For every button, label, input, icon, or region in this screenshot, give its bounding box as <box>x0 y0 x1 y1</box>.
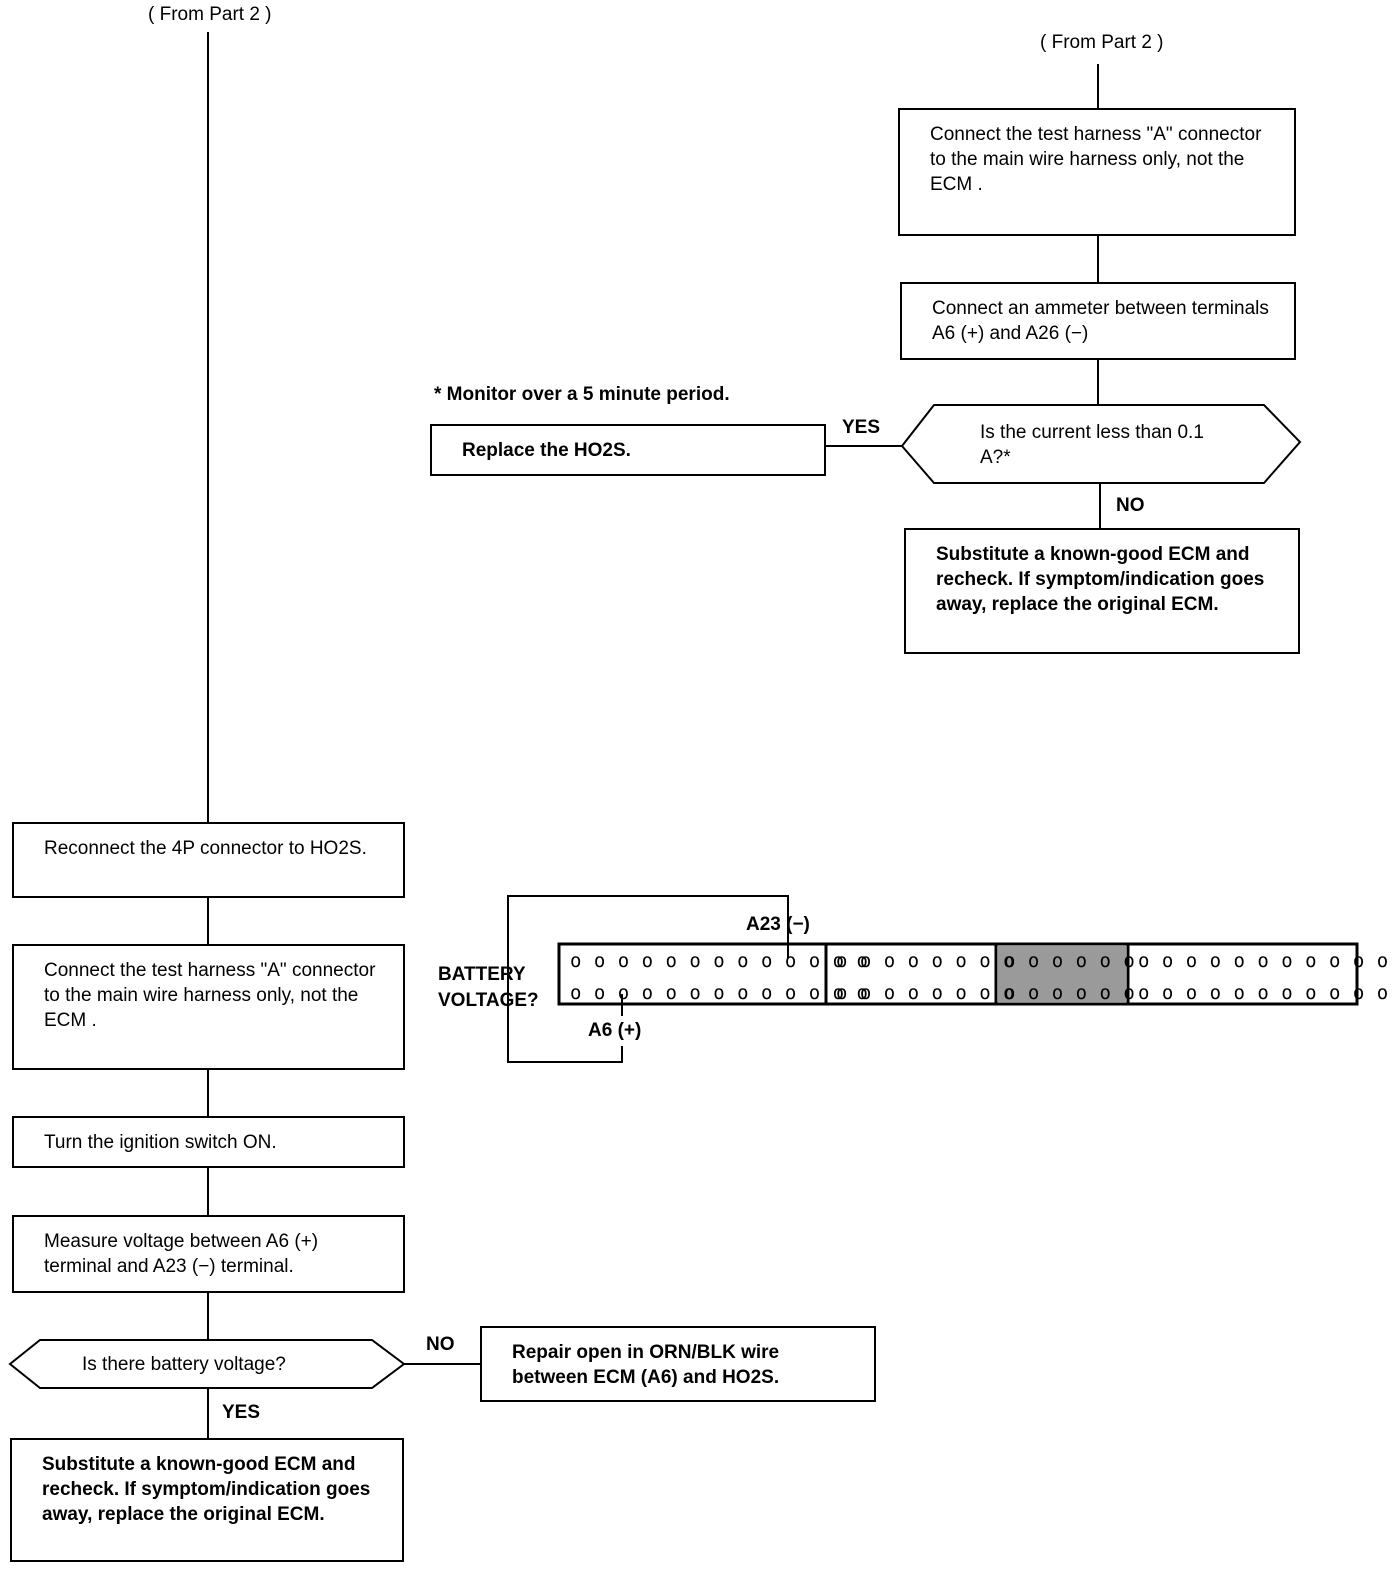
right-from-part-label: ( From Part 2 ) <box>1040 32 1164 53</box>
right-step1-text: Connect the test harness "A" connector t… <box>930 124 1262 195</box>
left-step3-text: Turn the ignition switch ON. <box>44 1132 277 1153</box>
shaded-terminal-block <box>998 946 1126 1002</box>
left-decision-yes-label: YES <box>222 1402 261 1423</box>
right-no-result-text: Substitute a known-good ECM and recheck.… <box>936 544 1265 615</box>
left-step-reconnect-4p: Reconnect the 4P connector to HO2S. <box>12 822 405 898</box>
connector-section1-row2: o o o o o o o o o o o o o <box>570 982 869 1004</box>
left-decision-battery-voltage: Is there battery voltage? <box>82 1354 286 1375</box>
right-decision-yes-label: YES <box>842 417 881 438</box>
left-from-part-label: ( From Part 2 ) <box>148 4 272 25</box>
right-step-connect-ammeter: Connect an ammeter between terminals A6 … <box>900 282 1296 360</box>
right-no-result-substitute-ecm: Substitute a known-good ECM and recheck.… <box>904 528 1300 654</box>
connector-section4-row1: o o o o o o o o o o o <box>1138 950 1389 972</box>
connector-section1-row1: o o o o o o o o o o o o o <box>570 950 869 972</box>
right-decision-no-label: NO <box>1116 495 1145 516</box>
terminal-a23-label: A23 (−) <box>746 914 810 935</box>
right-yes-result-text: Replace the HO2S. <box>462 440 631 461</box>
battery-voltage-question: BATTERY VOLTAGE? <box>438 964 539 1011</box>
left-no-result-repair-open: Repair open in ORN/BLK wire between ECM … <box>480 1326 876 1402</box>
right-yes-result-replace-ho2s: Replace the HO2S. <box>430 424 826 476</box>
right-step2-text: Connect an ammeter between terminals A6 … <box>932 298 1269 344</box>
right-decision-current-check: Is the current less than 0.1 A?* <box>980 422 1204 468</box>
left-step-connect-harness: Connect the test harness "A" connector t… <box>12 944 405 1070</box>
terminal-a6-label: A6 (+) <box>588 1020 642 1041</box>
left-step-measure-voltage: Measure voltage between A6 (+) terminal … <box>12 1215 405 1293</box>
left-yes-result-substitute-ecm: Substitute a known-good ECM and recheck.… <box>10 1438 404 1562</box>
left-step2-text: Connect the test harness "A" connector t… <box>44 960 376 1031</box>
left-yes-result-text: Substitute a known-good ECM and recheck.… <box>42 1454 371 1525</box>
left-step-ignition-on: Turn the ignition switch ON. <box>12 1116 405 1168</box>
connector-section4-row2: o o o o o o o o o o o <box>1138 982 1389 1004</box>
monitor-note: * Monitor over a 5 minute period. <box>434 384 730 405</box>
connector-section3-row2: o o o o o o <box>1004 982 1136 1004</box>
left-step1-text: Reconnect the 4P connector to HO2S. <box>44 838 367 859</box>
connector-section2-row1: o o o o o o o o <box>836 950 1016 972</box>
left-decision-no-label: NO <box>426 1334 455 1355</box>
left-no-result-text: Repair open in ORN/BLK wire between ECM … <box>512 1342 780 1388</box>
connector-section2-row2: o o o o o o o o <box>836 982 1016 1004</box>
connector-section3-row1: o o o o o o <box>1004 950 1136 972</box>
right-step-connect-harness: Connect the test harness "A" connector t… <box>898 108 1296 236</box>
left-step4-text: Measure voltage between A6 (+) terminal … <box>44 1231 319 1277</box>
